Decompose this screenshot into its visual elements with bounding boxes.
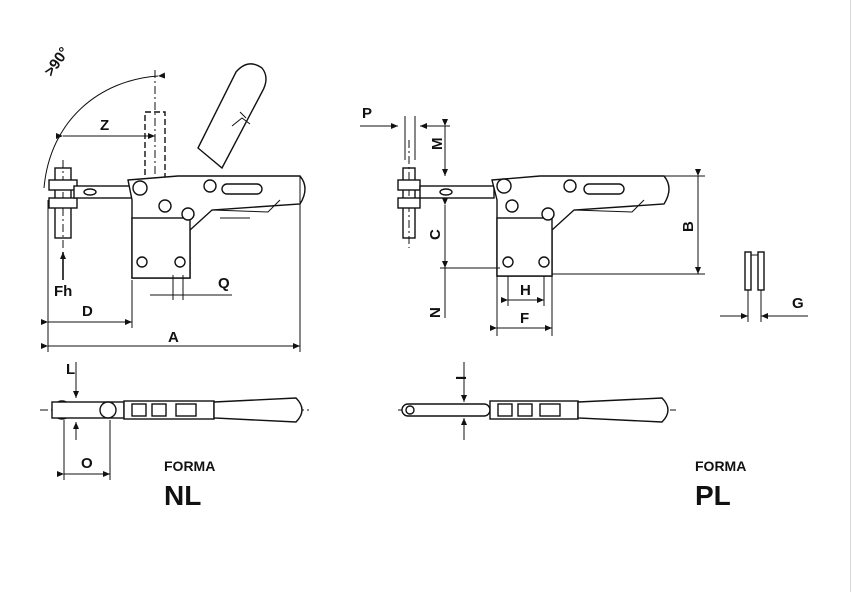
dim-m: M	[429, 138, 446, 151]
dim-o: O	[81, 455, 93, 472]
dim-z: Z	[100, 117, 109, 134]
dim-a: A	[168, 329, 179, 346]
clamp-pl-top-view: I	[398, 362, 676, 440]
force-fh: Fh	[54, 283, 72, 300]
dim-n: N	[427, 307, 444, 318]
forma-pl-caption: FORMA	[695, 458, 746, 474]
dim-b: B	[680, 221, 697, 232]
dim-c: C	[427, 229, 444, 240]
clamp-nl-top-view: L O	[40, 361, 312, 480]
dim-d: D	[82, 303, 93, 320]
clamp-pl-side-view: P M C B N H F	[360, 105, 705, 336]
detail-g: G	[720, 251, 808, 322]
dim-i: I	[453, 376, 470, 380]
clamp-nl-side-view: >90° Z Fh D A Q	[41, 44, 306, 352]
dim-p: P	[362, 105, 372, 122]
dim-h: H	[520, 282, 531, 299]
dim-g: G	[792, 295, 804, 312]
forma-nl-caption: FORMA	[164, 458, 215, 474]
dim-l: L	[66, 361, 75, 378]
forma-pl-code: PL	[695, 480, 731, 511]
frame-edge	[850, 0, 851, 592]
dim-q: Q	[218, 275, 230, 292]
forma-nl-code: NL	[164, 480, 201, 511]
angle-label: >90°	[41, 44, 73, 80]
dim-f: F	[520, 310, 529, 327]
